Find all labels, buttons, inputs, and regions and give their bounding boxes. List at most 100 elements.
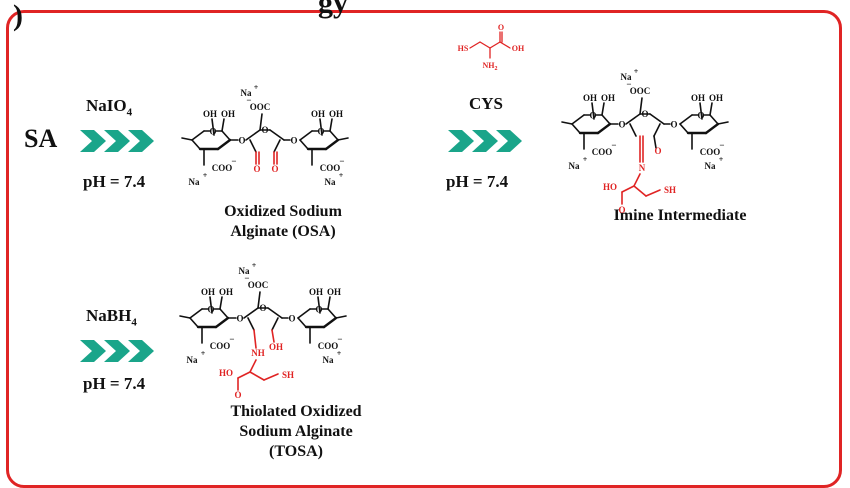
bond <box>189 308 203 319</box>
hydroxyl: OH <box>203 109 217 119</box>
glycosidic-oxygen: O <box>238 136 245 146</box>
acid-hydroxyl: HO <box>603 182 617 192</box>
charge-plus: + <box>337 349 342 358</box>
bond <box>327 308 337 319</box>
cysteine-carbonyl-oxygen: O <box>498 23 504 32</box>
hydroxyl: OH <box>601 93 615 103</box>
arrow-chevron <box>80 340 106 362</box>
sodium: Na <box>187 355 198 365</box>
bond <box>247 317 255 331</box>
charge-plus: + <box>634 67 639 76</box>
bond <box>267 307 283 319</box>
charge-plus: + <box>203 171 208 180</box>
bond <box>571 123 581 134</box>
charge-plus: + <box>583 155 588 164</box>
bond <box>219 296 223 310</box>
bond <box>679 114 693 125</box>
bond <box>191 130 205 141</box>
charge-minus: − <box>611 140 616 150</box>
reaction-arrows <box>80 130 522 362</box>
arrow-chevron <box>128 340 154 362</box>
bond <box>211 118 215 136</box>
reaction-scheme-drawing: OOHOHCOO−Na+OOOOC−Na+OOOOOHOHCOO−Na+OOHO… <box>80 23 729 400</box>
arrow-chevron <box>80 130 106 152</box>
bond <box>249 359 257 373</box>
bond <box>249 371 265 381</box>
step1-condition: pH = 7.4 <box>83 172 146 191</box>
bond <box>561 121 573 125</box>
charge-plus: + <box>252 261 257 270</box>
bond <box>253 329 257 349</box>
bond <box>335 315 347 319</box>
bond <box>591 102 595 120</box>
bond <box>653 123 661 137</box>
acid-hydroxyl: HO <box>219 368 233 378</box>
bond <box>489 41 501 49</box>
step1-reagent: NaIO4 <box>86 96 133 119</box>
hydroxyl: OH <box>269 342 283 352</box>
bond <box>596 122 612 135</box>
glycosidic-oxygen: O <box>288 314 295 324</box>
bond <box>633 173 641 187</box>
bond <box>699 102 703 120</box>
carboxylate: COO <box>700 147 721 157</box>
bond <box>469 41 481 49</box>
charge-minus: − <box>626 79 631 89</box>
arrow-chevron <box>472 130 498 152</box>
thiol: SH <box>282 370 294 380</box>
charge-minus: − <box>244 273 249 283</box>
hydroxyl: OH <box>709 93 723 103</box>
step3-reagent: NaBH4 <box>86 306 137 329</box>
start-material-label: SA <box>24 124 58 153</box>
charge-plus: + <box>719 155 724 164</box>
bond <box>621 185 635 193</box>
carbonyl-oxygen: O <box>234 390 241 400</box>
bond <box>329 130 339 141</box>
step1-arrow <box>80 130 154 152</box>
step2-arrow <box>448 130 522 152</box>
imine-intermediate-structure: OOHOHCOO−Na+OOOOC−Na+NOSHOHOOOOHOHCOO−Na… <box>561 67 729 215</box>
bond <box>263 373 279 381</box>
aldehyde-oxygen: O <box>271 164 278 174</box>
step3-arrow <box>80 340 154 362</box>
bond <box>479 41 491 49</box>
sodium: Na <box>705 161 716 171</box>
glycosidic-oxygen: O <box>236 314 243 324</box>
bond <box>625 113 641 125</box>
hydroxyl: OH <box>309 287 323 297</box>
imine-nitrogen: N <box>639 163 646 173</box>
bond <box>237 371 251 379</box>
sodium: Na <box>241 88 252 98</box>
carboxylate: COO <box>320 163 341 173</box>
hydroxyl: OH <box>201 287 215 297</box>
bond <box>259 113 263 131</box>
charge-plus: + <box>201 349 206 358</box>
bond <box>249 139 257 153</box>
hydroxyl: OH <box>219 287 233 297</box>
sodium: Na <box>325 177 336 187</box>
carboxylate: OOC <box>248 280 269 290</box>
bond <box>645 189 661 197</box>
bond <box>709 102 713 116</box>
bond <box>704 122 720 135</box>
bond <box>679 123 689 134</box>
bond <box>179 315 191 319</box>
bond <box>324 138 340 151</box>
step3-condition: pH = 7.4 <box>83 374 146 393</box>
arrow-chevron <box>104 130 130 152</box>
arrow-chevron <box>104 340 130 362</box>
hydroxyl: OH <box>329 109 343 119</box>
hydroxyl: OH <box>691 93 705 103</box>
charge-minus: − <box>246 95 251 105</box>
carbonyl-oxygen: O <box>618 205 625 215</box>
bond <box>189 317 199 328</box>
aldehyde-oxygen: O <box>253 164 260 174</box>
bond <box>221 118 225 132</box>
bond <box>717 121 729 125</box>
bond <box>221 130 231 141</box>
bond <box>257 291 261 309</box>
glycosidic-oxygen: O <box>618 120 625 130</box>
bond <box>271 317 279 331</box>
